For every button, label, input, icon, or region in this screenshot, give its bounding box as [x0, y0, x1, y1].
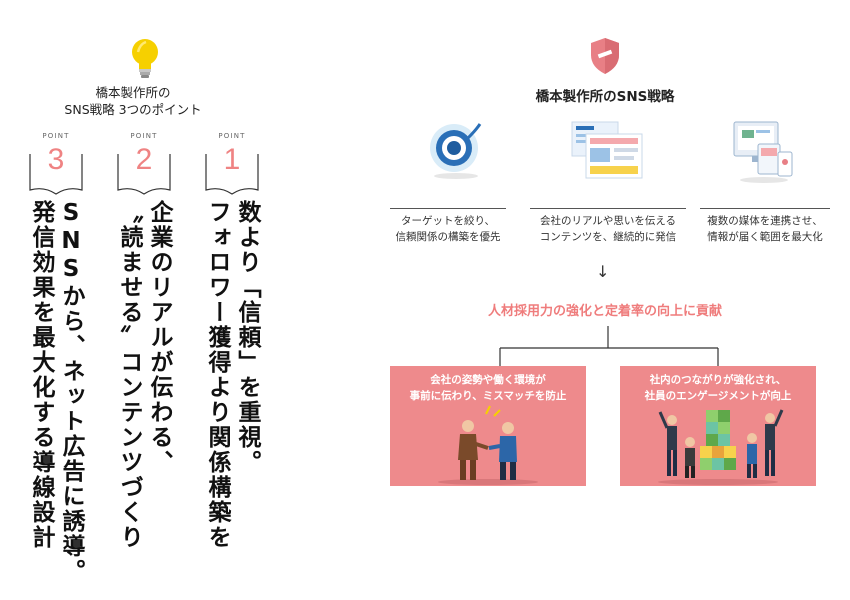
down-arrow-icon: ↓: [596, 262, 610, 281]
point-2-text: 企業のリアルが伝わる、 〝読ませる〟コンテンツづくり: [116, 200, 172, 550]
point-number: 2: [135, 143, 153, 176]
outcome-text: 社内のつながりが強化され、 社員のエンゲージメントが向上: [620, 372, 816, 404]
strategy-caption-2: 会社のリアルや思いを伝える コンテンツを、継続的に発信: [530, 208, 686, 255]
caption-line1: 複数の媒体を連携させ、: [707, 215, 823, 227]
content-screens-icon: [571, 121, 643, 179]
outcome-line1: 社内のつながりが強化され、: [649, 374, 787, 386]
point-3-header: POINT 3: [28, 132, 84, 195]
outcome-line1: 会社の姿勢や働く環境が: [430, 374, 546, 386]
point-number: 3: [47, 143, 65, 176]
outcome-card-1: 会社の姿勢や働く環境が 事前に伝わり、ミスマッチを防止: [390, 366, 586, 486]
caption-rule: [700, 208, 830, 209]
left-panel: 橋本製作所の SNS戦略 3つのポイント POINT 3 POINT 2 POI…: [0, 0, 300, 600]
caption-line1: ターゲットを絞り、: [400, 215, 496, 227]
point-1-header: POINT 1: [204, 132, 260, 195]
open-book-icon: [29, 154, 83, 195]
contribution-heading: 人材採用力の強化と定着率の向上に貢献: [487, 304, 722, 319]
team-blocks-illustration: [658, 409, 784, 485]
point-2-header: POINT 2: [116, 132, 172, 195]
handshake-illustration: [438, 405, 538, 485]
caption-line2: 情報が届く範囲を最大化: [707, 231, 823, 243]
multi-device-icon: [733, 121, 793, 183]
lightbulb-icon: [132, 39, 158, 78]
connector-lines: [499, 326, 719, 366]
left-title: 橋本製作所の SNS戦略 3つのポイント: [48, 84, 218, 118]
left-title-line2: SNS戦略 3つのポイント: [64, 102, 202, 117]
caption-line2: 信頼関係の構築を優先: [395, 231, 501, 243]
point-label: POINT: [42, 132, 70, 140]
caption-line2: コンテンツを、継続的に発信: [539, 231, 677, 243]
caption-line1: 会社のリアルや思いを伝える: [539, 215, 677, 227]
point-1-text: 数より「信頼」を重視。 フォロワー獲得より関係構築を: [204, 200, 260, 550]
strategy-caption-3: 複数の媒体を連携させ、 情報が届く範囲を最大化: [700, 208, 830, 255]
point-label: POINT: [130, 132, 158, 140]
outcome-line2: 事前に伝わり、ミスマッチを防止: [409, 390, 567, 402]
caption-rule: [530, 208, 686, 209]
strategy-title: 橋本製作所のSNS戦略: [535, 89, 675, 105]
strategy-caption-1: ターゲットを絞り、 信頼関係の構築を優先: [390, 208, 506, 255]
outcome-card-2: 社内のつながりが強化され、 社員のエンゲージメントが向上: [620, 366, 816, 486]
point-label: POINT: [218, 132, 246, 140]
point-3-text: SNSから、ネット広告に誘導。 発信効果を最大化する導線設計: [28, 200, 84, 584]
outcome-line2: 社員のエンゲージメントが向上: [644, 390, 792, 402]
left-title-line1: 橋本製作所の: [95, 85, 171, 100]
target-icon: [430, 123, 482, 179]
outcome-text: 会社の姿勢や働く環境が 事前に伝わり、ミスマッチを防止: [390, 372, 586, 404]
point-number: 1: [223, 143, 241, 176]
open-book-icon: [205, 154, 259, 195]
open-book-icon: [117, 154, 171, 195]
caption-rule: [390, 208, 506, 209]
shield-icon: [591, 38, 619, 74]
